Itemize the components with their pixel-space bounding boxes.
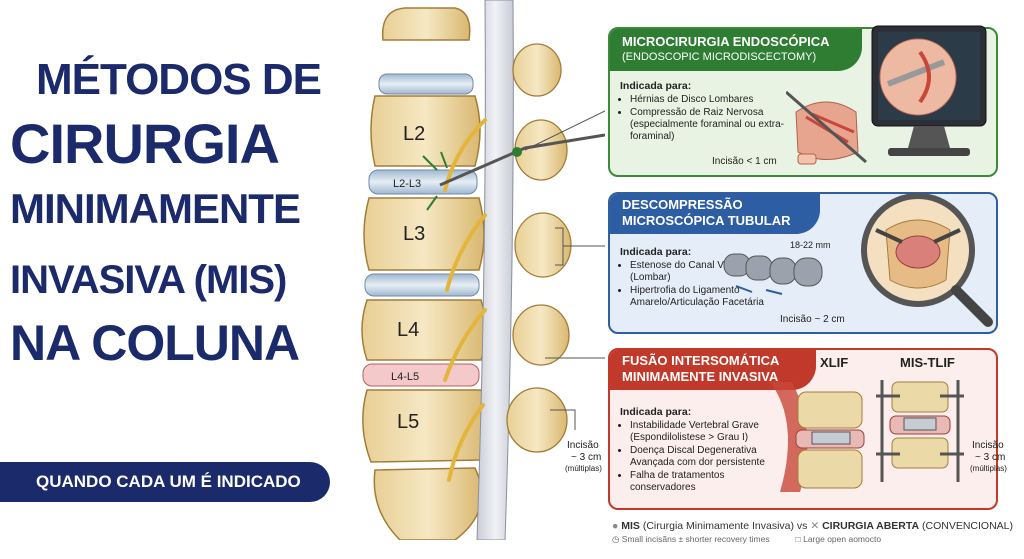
magnifier-illustration: [861, 193, 993, 327]
panel-tubular-title: DESCOMPRESSÃO: [622, 197, 743, 212]
vertebra-l1: [381, 7, 471, 41]
list-item: Hérnias de Disco Lombares: [630, 94, 785, 106]
xlif-illustration: [770, 382, 865, 492]
title-line-5: NA COLUNA: [10, 315, 300, 371]
disc-l3-l4: [364, 273, 480, 297]
footer-comparison: ● MIS (Cirurgia Minimamente Invasiva) vs…: [612, 520, 1014, 532]
footer-mis-text: (Cirurgia Minimamente Invasiva) vs: [639, 520, 811, 532]
monitor-illustration: [871, 25, 987, 156]
list-item: Estenose do Canal Vertebral (Lombar): [630, 260, 768, 284]
incision-left-2: ~ 3 cm: [571, 452, 601, 463]
open-icon: □: [795, 534, 801, 544]
label-disc-l2-l3: L2-L3: [393, 178, 421, 190]
panel-endoscopic-header: MICROCIRURGIA ENDOSCÓPICA (ENDOSCOPIC MI…: [610, 29, 862, 71]
footer-mis-label: MIS: [621, 520, 640, 532]
panel-fusion-subtitle: MINIMAMENTE INVASIVA: [622, 369, 779, 384]
label-l3: L3: [403, 223, 425, 245]
footer-left-caption: Small incisãns ± shorter recovery times: [621, 534, 770, 544]
footer-right-caption: Large open aomocto: [803, 534, 882, 544]
tubular-retractor-illustration: [723, 253, 823, 295]
panel-endoscopic-subtitle: (ENDOSCOPIC MICRODISCECTOMY): [622, 51, 817, 63]
main-title: MÉTODOS DE CIRURGIA MINIMAMENTE INVASIVA…: [10, 55, 325, 371]
lumbar-spine-illustration: L2 L3 L4 L5 L2-L3 L4-L5 Incisão ~ 3 cm (…: [361, 0, 605, 540]
tag-xlif: XLIF: [820, 355, 849, 370]
mis-tlif-illustration: [876, 380, 964, 482]
clock-icon: ◷: [612, 534, 620, 544]
tube-size-label: 18-22 mm: [790, 240, 831, 250]
label-l2: L2: [403, 123, 425, 145]
vertebra-l2: [370, 95, 481, 167]
panel-tubular-incision: Incisão ~ 2 cm: [780, 314, 845, 325]
indicated-label: Indicada para:: [620, 406, 692, 418]
list-item: Instabilidade Vertebral Grave (Espondilo…: [630, 420, 770, 444]
panel-endoscopic-incision: Incisão < 1 cm: [712, 156, 777, 167]
pressure-arrows: [422, 151, 448, 211]
title-line-1: MÉTODOS DE: [36, 55, 322, 104]
list-item: Compressão de Raiz Nervosa (especialment…: [630, 107, 785, 143]
panel-endoscopic-indications: Indicada para: Hérnias de Disco Lombares…: [620, 80, 785, 144]
footer-open-text: (CONVENCIONAL): [919, 520, 1014, 532]
panel-fusion-incision-1: Incisão: [972, 440, 1004, 451]
indicated-label: Indicada para:: [620, 80, 692, 92]
label-disc-l4-l5: L4-L5: [391, 371, 419, 383]
tools-icon: ✕: [810, 520, 820, 532]
endoscope-detail-illustration: [786, 90, 867, 165]
label-l5: L5: [397, 411, 419, 433]
posterior-elements: [506, 43, 572, 453]
panel-fusion-title: FUSÃO INTERSOMÁTICA: [622, 353, 780, 368]
title-line-2: CIRURGIA: [10, 112, 280, 175]
list-item: Doença Discal Degenerativa Avançada com …: [630, 445, 770, 469]
panel-endoscopic-title: MICROCIRURGIA ENDOSCÓPICA: [622, 34, 830, 49]
disc-l4-l5: [362, 363, 480, 387]
disc-l1-l2: [378, 73, 474, 95]
panel-fusion-header: FUSÃO INTERSOMÁTICA MINIMAMENTE INVASIVA: [610, 350, 816, 390]
list-item: Falha de tratamentos conservadores: [630, 470, 770, 494]
indicated-label: Indicada para:: [620, 246, 692, 258]
disc-l2-l3: [368, 169, 478, 195]
panel-fusion-indications: Indicada para: Instabilidade Vertebral G…: [620, 406, 770, 495]
footer-open-label: CIRURGIA ABERTA: [822, 520, 920, 532]
tag-mis-tlif: MIS-TLIF: [900, 355, 955, 370]
vertebra-l3: [363, 197, 485, 271]
incision-left-3: (múltiplas): [565, 464, 602, 473]
connector-lines: [524, 110, 605, 430]
title-line-3: MINIMAMENTE: [10, 185, 301, 232]
endoscope-instrument: [439, 133, 605, 187]
endoscope-tip: [512, 147, 522, 157]
title-line-4: INVASIVA (MIS): [10, 258, 287, 302]
panel-fusion-incision-3: (múltiplas): [970, 464, 1007, 473]
panel-fusion-incision-2: ~ 3 cm: [975, 452, 1006, 463]
label-l4: L4: [397, 319, 419, 341]
person-icon: ●: [612, 520, 619, 532]
panel-tubular-header: DESCOMPRESSÃO MICROSCÓPICA TUBULAR: [610, 194, 820, 234]
incision-left-1: Incisão: [567, 440, 599, 451]
panel-tubular-subtitle: MICROSCÓPICA TUBULAR: [622, 213, 791, 228]
footer-captions: ◷ Small incisãns ± shorter recovery time…: [612, 534, 1012, 545]
panel-tubular-indications: Indicada para: Estenose do Canal Vertebr…: [620, 246, 768, 310]
spinal-cord: [476, 0, 514, 540]
list-item: Hipertrofia do Ligamento Amarelo/Articul…: [630, 285, 768, 309]
sacrum: [373, 467, 483, 540]
footer-legend: ● MIS (Cirurgia Minimamente Invasiva) vs…: [612, 520, 1014, 545]
subtitle-banner: QUANDO CADA UM É INDICADO: [0, 462, 330, 502]
